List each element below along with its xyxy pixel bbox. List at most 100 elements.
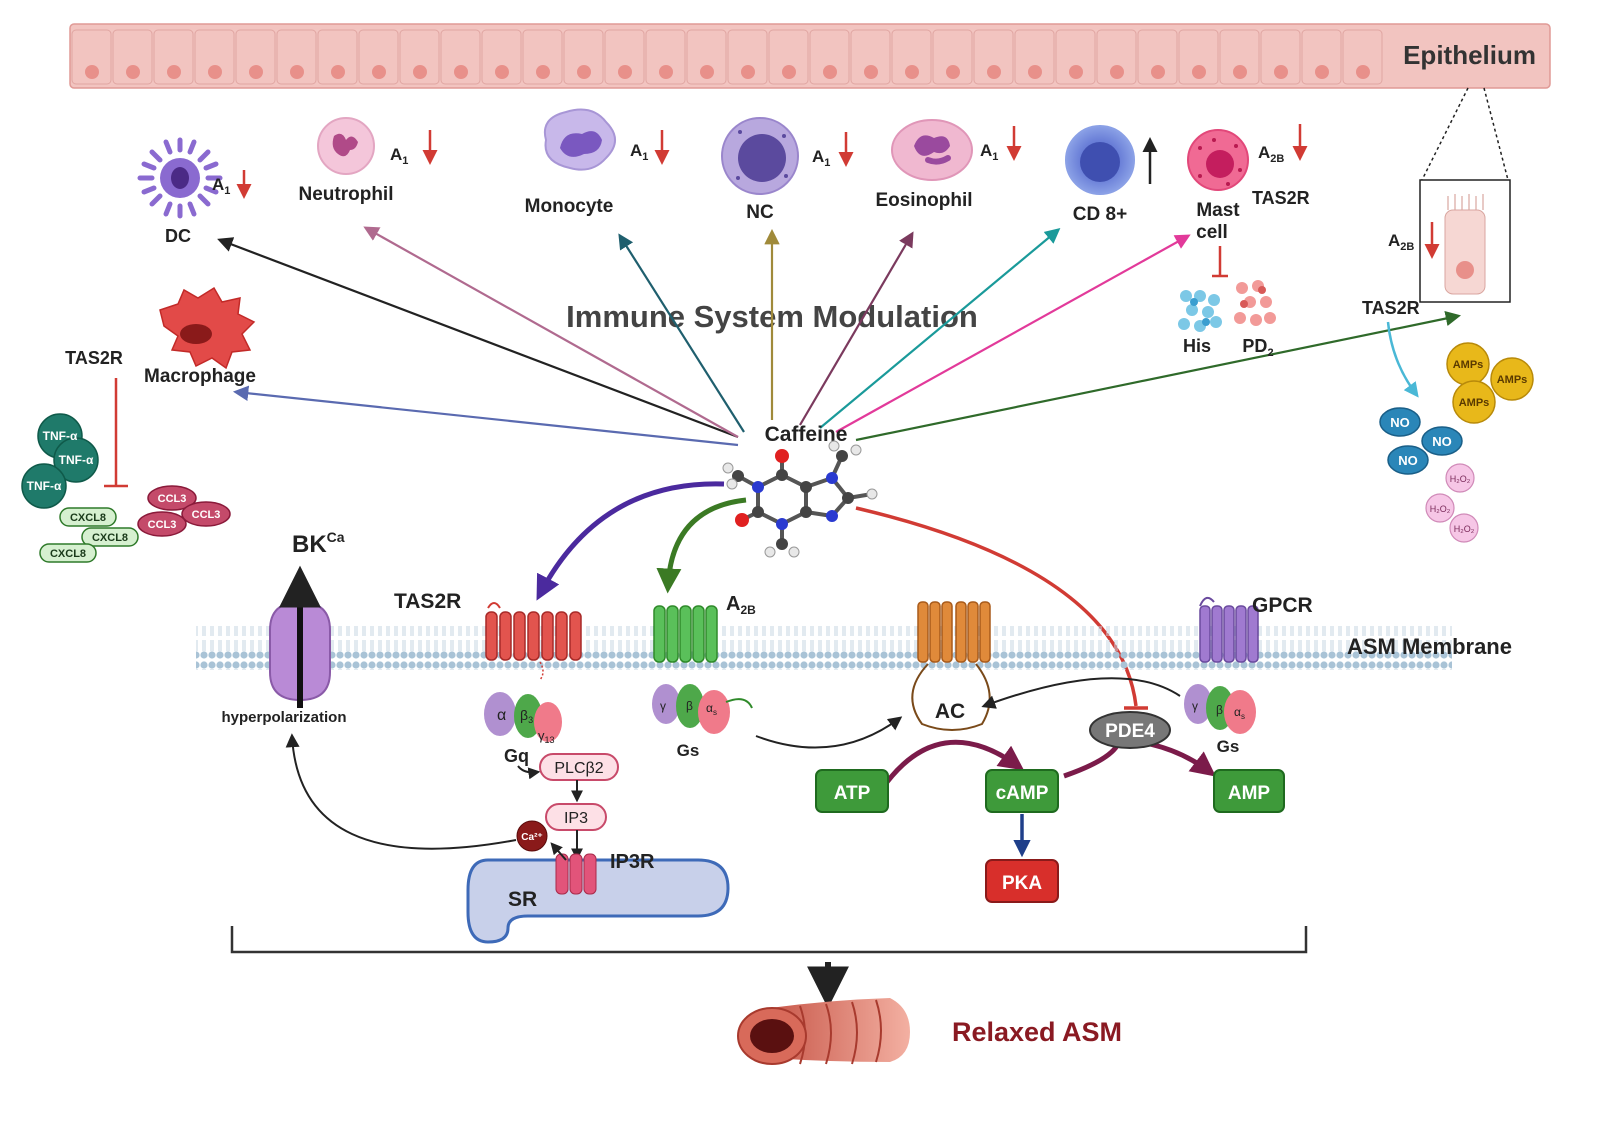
modulation-arrows — [217, 226, 1462, 447]
eosinophil-receptor: A1 — [980, 141, 998, 163]
tnf-label-1: TNF-α — [43, 429, 78, 443]
h2o2-label-2: H₂O₂ — [1430, 504, 1451, 514]
gq-gamma: γ13 — [538, 728, 555, 745]
ip3r-channel — [555, 853, 597, 895]
antimicrobial-products: NO NO NO AMPs AMPs AMPs H₂O₂ H₂O₂ H₂O₂ — [1379, 342, 1534, 543]
gs-protein-2: γ β αs Gs — [1184, 684, 1256, 756]
no-label-3: NO — [1398, 453, 1418, 468]
pka-label: PKA — [1002, 873, 1042, 894]
epithelial-cell — [358, 29, 399, 85]
caffeine-molecule-icon — [722, 440, 878, 558]
epithelial-nucleus — [987, 65, 1001, 79]
cytokine-inhibition — [104, 378, 128, 488]
ccl3-label-2: CCL3 — [192, 509, 221, 521]
nc-receptor: A1 — [812, 147, 830, 169]
epithelial-cell — [276, 29, 317, 85]
epithelial-cell — [1219, 29, 1260, 85]
h2o2-molecules: H₂O₂ H₂O₂ H₂O₂ — [1425, 463, 1479, 543]
epithelial-nucleus — [1356, 65, 1370, 79]
hyperpolarization-label: hyperpolarization — [221, 709, 346, 726]
epithelial-nucleus — [208, 65, 222, 79]
eosinophil-cell: Eosinophil A1 — [875, 119, 1022, 211]
monocyte-label: Monocyte — [525, 196, 614, 217]
cxcl8-molecules: CXCL8 CXCL8 CXCL8 — [39, 507, 139, 563]
epithelial-cell — [727, 29, 768, 85]
tas2r-no-arrow — [1386, 321, 1419, 398]
plc-label: PLCβ2 — [554, 760, 603, 777]
arrow-to-cd8 — [819, 228, 1061, 429]
epithelium-layer: Epithelium — [69, 23, 1551, 89]
monocyte-icon — [544, 108, 616, 171]
mast-cell-label-1: Mast — [1196, 200, 1240, 221]
epithelial-cell — [1342, 29, 1383, 85]
caffeine-inhibits-pde4 — [855, 506, 1138, 707]
pde4-to-amp-arrow — [1149, 741, 1216, 777]
ca-ion — [516, 820, 548, 852]
epithelial-cell — [112, 29, 153, 85]
epithelial-cell — [481, 29, 522, 85]
epithelial-nucleus — [290, 65, 304, 79]
arrow-to-neutrophil — [363, 226, 739, 438]
cxcl8-label-3: CXCL8 — [50, 548, 86, 560]
epithelial-cell — [71, 29, 112, 85]
relaxed-airway-icon — [737, 998, 910, 1065]
cxcl8-label-2: CXCL8 — [92, 532, 128, 544]
mast-cell: Mast cell A2B TAS2R — [1187, 124, 1310, 278]
membrane-label: ASM Membrane — [1347, 634, 1512, 659]
gs2-gamma: γ — [1192, 699, 1198, 713]
pde4-label: PDE4 — [1105, 721, 1155, 742]
histamine-cluster: His — [1178, 290, 1222, 356]
epithelial-cell — [973, 29, 1014, 85]
epithelial-cell — [563, 29, 604, 85]
pd2-cluster: PD2 — [1234, 280, 1276, 359]
bk-label: BKCa — [292, 529, 345, 558]
epithelial-nucleus — [946, 65, 960, 79]
epithelial-nucleus — [167, 65, 181, 79]
tnf-molecules: TNF-α TNF-α TNF-α — [21, 413, 99, 509]
epithelial-nucleus — [413, 65, 427, 79]
natural-killer-cell-icon — [721, 117, 799, 195]
epithelium-zoom — [1419, 87, 1511, 303]
asm-membrane — [196, 626, 1452, 670]
mast-inhibition — [1212, 246, 1228, 278]
epithelial-cell — [1178, 29, 1219, 85]
gs2-alpha: αs — [1234, 705, 1245, 721]
macrophage-cell: Macrophage — [144, 286, 256, 387]
no-label-2: NO — [1432, 434, 1452, 449]
epithelial-nucleus — [126, 65, 140, 79]
epithelial-cell — [522, 29, 563, 85]
caffeine-to-tas2r-arrow — [536, 481, 725, 601]
neutrophil-receptor: A1 — [390, 145, 408, 167]
mast-cell-tas2r: TAS2R — [1252, 188, 1310, 208]
a2b-receptor: A2B γ β αs Gs — [652, 593, 756, 760]
his-label: His — [1183, 336, 1211, 356]
epithelial-nucleus — [1069, 65, 1083, 79]
epithelial-cell — [1301, 29, 1342, 85]
epithelial-cell — [1055, 29, 1096, 85]
epithelial-nucleus — [864, 65, 878, 79]
gs1-label: Gs — [677, 741, 700, 760]
ca-label: Ca²⁺ — [521, 832, 542, 843]
ccl3-label-1: CCL3 — [158, 493, 187, 505]
epithelial-nucleus — [659, 65, 673, 79]
ccl3-label-3: CCL3 — [148, 519, 177, 531]
epithelial-cell — [809, 29, 850, 85]
mast-cell-label-2: cell — [1196, 222, 1228, 243]
gq-label: Gq — [504, 746, 529, 766]
gs1-alpha: αs — [706, 701, 717, 717]
epithelial-nucleus — [1028, 65, 1042, 79]
no-label-1: NO — [1390, 415, 1410, 430]
gs1-beta: β — [686, 699, 693, 713]
caffeine-label: Caffeine — [765, 423, 848, 446]
amp-label: AMP — [1228, 783, 1271, 804]
epi-receptor: A2B — [1388, 231, 1414, 253]
epithelial-cell — [932, 29, 973, 85]
epithelial-nucleus — [331, 65, 345, 79]
epithelial-nucleus — [700, 65, 714, 79]
cytokine-tas2r-label: TAS2R — [65, 348, 123, 368]
adenylyl-cyclase: AC — [911, 601, 991, 731]
arrow-to-epithelial-cell — [855, 310, 1462, 442]
epithelial-nucleus — [1315, 65, 1329, 79]
epi-tas2r: TAS2R — [1362, 298, 1420, 318]
outcome-label: Relaxed ASM — [952, 1017, 1122, 1047]
